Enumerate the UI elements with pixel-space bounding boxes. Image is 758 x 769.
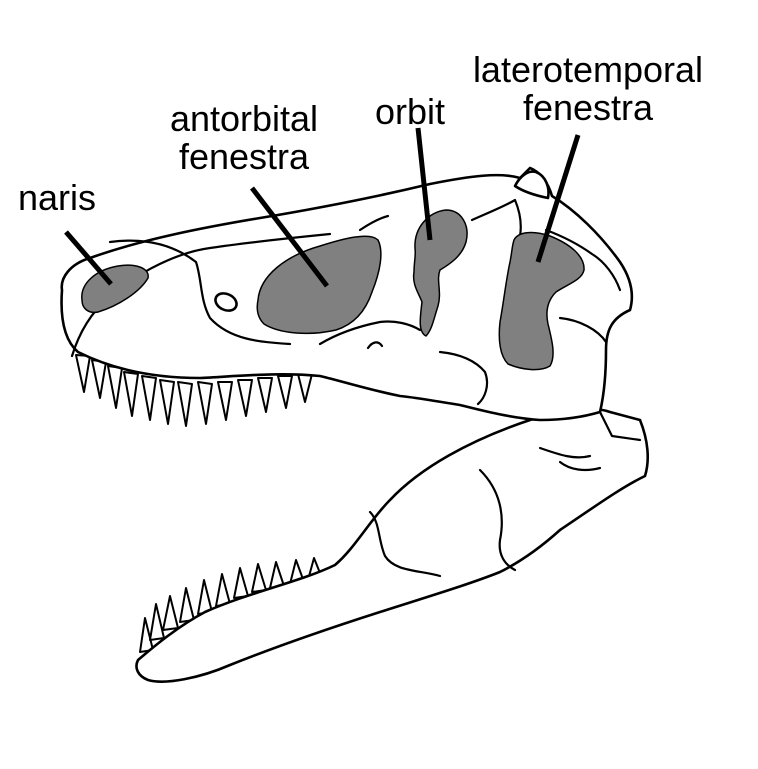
mandible-suture bbox=[478, 468, 517, 572]
label-laterotemporal-line2: fenestra bbox=[523, 87, 654, 128]
cranium-suture bbox=[108, 239, 292, 346]
cranium-suture bbox=[438, 350, 489, 406]
orbit-opening bbox=[412, 209, 468, 337]
mandible-outline bbox=[135, 407, 650, 683]
laterotemporal-leader bbox=[535, 134, 581, 263]
upper-tooth bbox=[91, 359, 107, 399]
mandible-suture bbox=[598, 410, 642, 442]
laterotemporal-fenestra-opening bbox=[498, 231, 585, 371]
antorbital-fenestra-opening bbox=[256, 235, 382, 335]
upper-tooth bbox=[197, 381, 213, 425]
cranium-suture bbox=[70, 232, 332, 358]
label-laterotemporal-line1: laterotemporal bbox=[473, 49, 703, 90]
postorbital-horn bbox=[513, 170, 550, 200]
mandible-suture bbox=[368, 510, 442, 578]
orbit-leader bbox=[415, 127, 433, 241]
lower-tooth bbox=[233, 567, 249, 599]
mandible-suture bbox=[558, 460, 602, 472]
cranium-suture bbox=[366, 341, 384, 350]
lower-tooth bbox=[179, 587, 195, 623]
upper-tooth bbox=[297, 373, 313, 403]
lower-tooth bbox=[251, 563, 267, 593]
upper-tooth bbox=[177, 381, 193, 427]
mandible-suture bbox=[538, 446, 592, 459]
lower-tooth bbox=[149, 603, 165, 641]
naris-leader bbox=[64, 230, 113, 286]
cranium-suture bbox=[470, 198, 522, 238]
upper-tooth bbox=[107, 365, 123, 409]
lower-tooth bbox=[139, 617, 154, 653]
label-antorbital-line1: antorbital bbox=[170, 98, 318, 139]
upper-tooth bbox=[217, 381, 233, 421]
upper-tooth bbox=[123, 371, 139, 417]
leader-lines bbox=[64, 127, 581, 288]
upper-tooth bbox=[159, 379, 175, 425]
upper-tooth bbox=[257, 377, 273, 413]
mandible bbox=[135, 407, 650, 683]
cranium-suture bbox=[318, 320, 422, 346]
upper-tooth bbox=[237, 379, 253, 417]
upper-tooth bbox=[75, 354, 91, 393]
antorbital-leader bbox=[250, 186, 329, 288]
upper-tooth bbox=[277, 375, 293, 409]
label-antorbital-line2: fenestra bbox=[179, 136, 310, 177]
maxillary-fenestra bbox=[214, 292, 238, 312]
lower-tooth bbox=[162, 595, 179, 631]
upper-tooth bbox=[141, 375, 157, 421]
labels: naris antorbital fenestra orbit laterote… bbox=[18, 49, 703, 218]
cranium-suture bbox=[558, 316, 608, 344]
label-naris: naris bbox=[18, 177, 96, 218]
lower-tooth bbox=[215, 573, 231, 607]
cranium-suture bbox=[544, 228, 622, 292]
cranium bbox=[60, 166, 634, 427]
cranium-suture bbox=[358, 214, 390, 232]
label-orbit: orbit bbox=[375, 91, 445, 132]
